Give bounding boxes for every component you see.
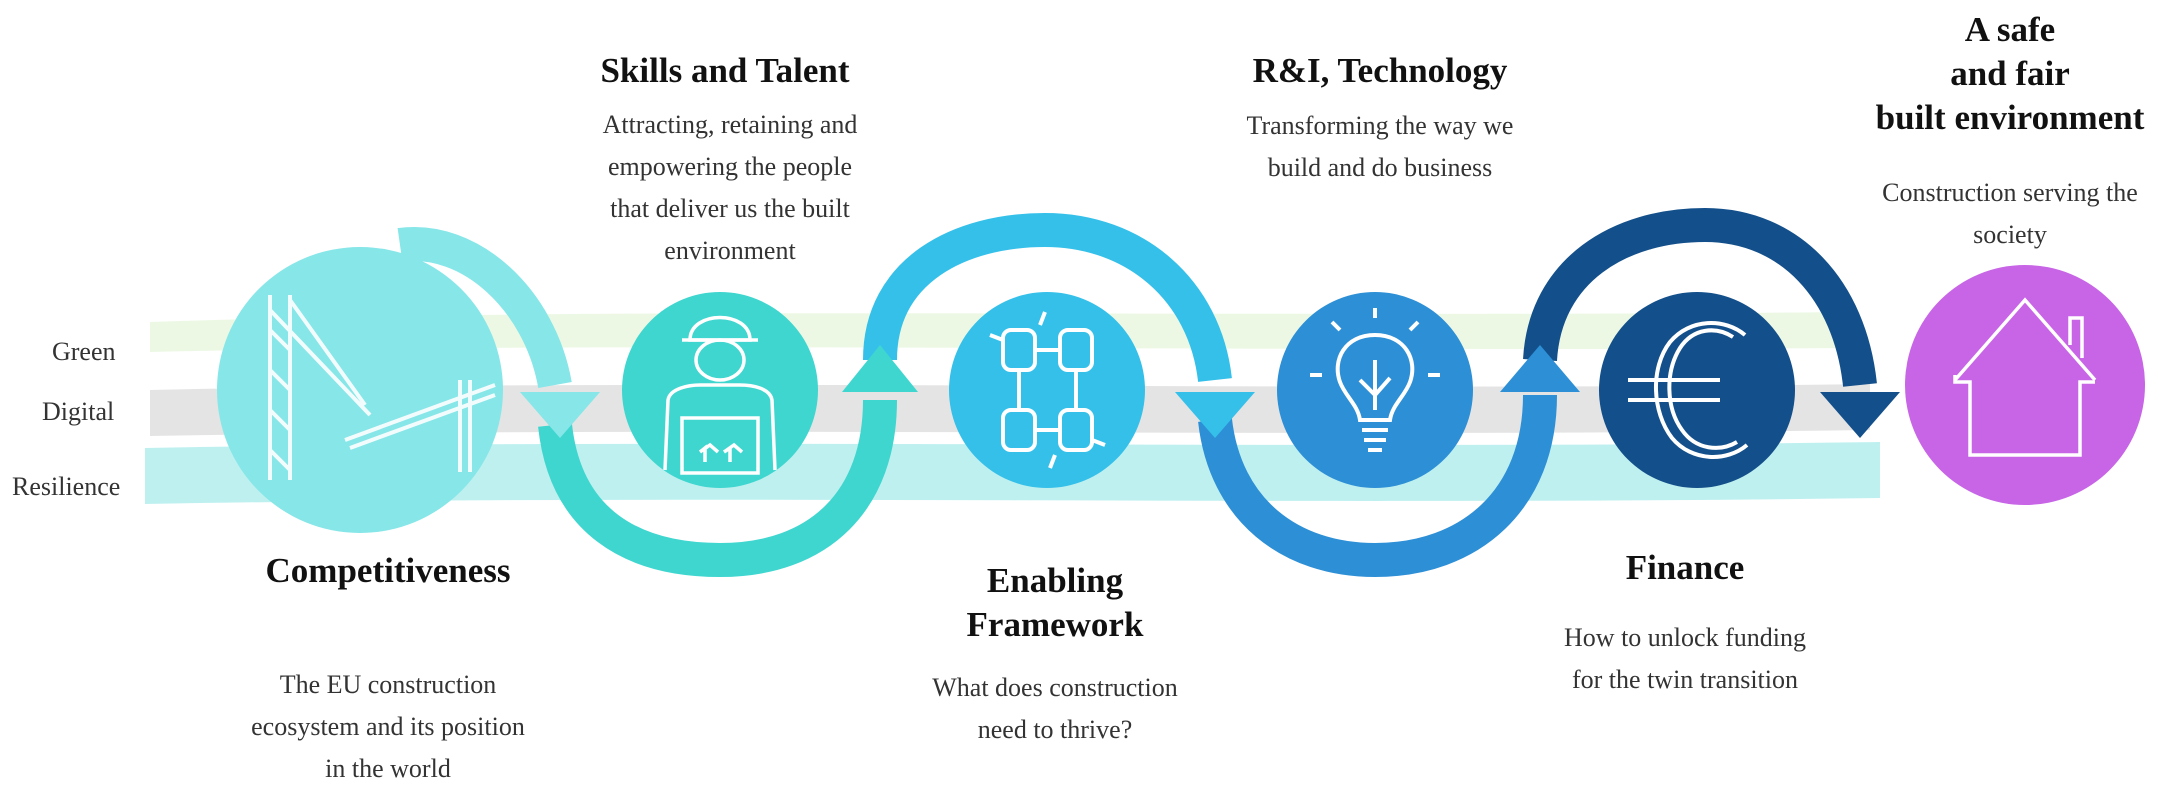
title-line: and fair [1950, 54, 2070, 93]
enabling-circle [949, 292, 1145, 488]
safe-title: A safe and fair built environment [1850, 8, 2170, 140]
finance-circle [1599, 292, 1795, 488]
arc-competitiveness [397, 227, 572, 389]
desc-line: for the twin transition [1571, 665, 1798, 694]
rni-description: Transforming the way we build and do bus… [1200, 105, 1560, 189]
skills-description: Attracting, retaining and empowering the… [560, 104, 900, 272]
arrow-heads [520, 345, 1900, 438]
desc-line: Construction serving the [1882, 178, 2138, 207]
desc-line: environment [664, 236, 796, 265]
desc-line: How to unlock funding [1564, 623, 1806, 652]
arrow-head-down-2 [1175, 392, 1255, 438]
competitiveness-title: Competitiveness [265, 551, 511, 590]
title-line: built environment [1875, 98, 2145, 137]
desc-line: in the world [325, 754, 451, 783]
desc-line: that deliver us the built [610, 194, 850, 223]
finance-description: How to unlock funding for the twin trans… [1530, 617, 1840, 701]
arrow-head-up-2 [1500, 345, 1580, 392]
desc-line: Attracting, retaining and [602, 110, 858, 139]
desc-line: build and do business [1267, 153, 1493, 182]
worker-icon [663, 315, 777, 475]
title-line: Enabling [986, 561, 1124, 600]
enabling-description: What does construction need to thrive? [890, 667, 1220, 751]
safe-description: Construction serving the society [1850, 172, 2170, 256]
arrow-head-down-3 [1820, 392, 1900, 438]
desc-line: ecosystem and its position [251, 712, 525, 741]
desc-line: Transforming the way we [1246, 111, 1514, 140]
arrow-head-up-1 [842, 345, 918, 392]
finance-title: Finance [1625, 548, 1745, 587]
desc-line: society [1973, 220, 2047, 249]
euro-icon [1628, 321, 1749, 459]
arc-rni [1198, 394, 1557, 578]
title-line: Framework [966, 605, 1144, 644]
arrow-head-down-1 [520, 392, 600, 438]
enabling-title: Enabling Framework [905, 559, 1205, 647]
lightbulb-icon [1310, 308, 1440, 452]
title-line: A safe [1964, 10, 2056, 49]
skills-title: Skills and Talent [600, 51, 850, 90]
arc-finance [1523, 207, 1877, 388]
arc-enabling [863, 212, 1232, 383]
rni-title: R&I, Technology [1252, 51, 1508, 90]
desc-line: need to thrive? [977, 715, 1133, 744]
desc-line: empowering the people [607, 152, 853, 181]
skills-circle [622, 292, 818, 488]
band-label-green: Green [52, 337, 116, 366]
band-label-resilience: Resilience [12, 472, 121, 501]
safe-circle [1905, 265, 2145, 505]
band-label-digital: Digital [42, 397, 115, 426]
competitiveness-description: The EU construction ecosystem and its po… [200, 664, 576, 790]
house-icon [1953, 297, 2097, 457]
crane-icon [268, 295, 496, 480]
desc-line: The EU construction [279, 670, 497, 699]
desc-line: What does construction [932, 673, 1178, 702]
arrow-arcs [397, 207, 1877, 578]
handshake-icon [989, 311, 1106, 469]
arc-skills [538, 399, 897, 578]
